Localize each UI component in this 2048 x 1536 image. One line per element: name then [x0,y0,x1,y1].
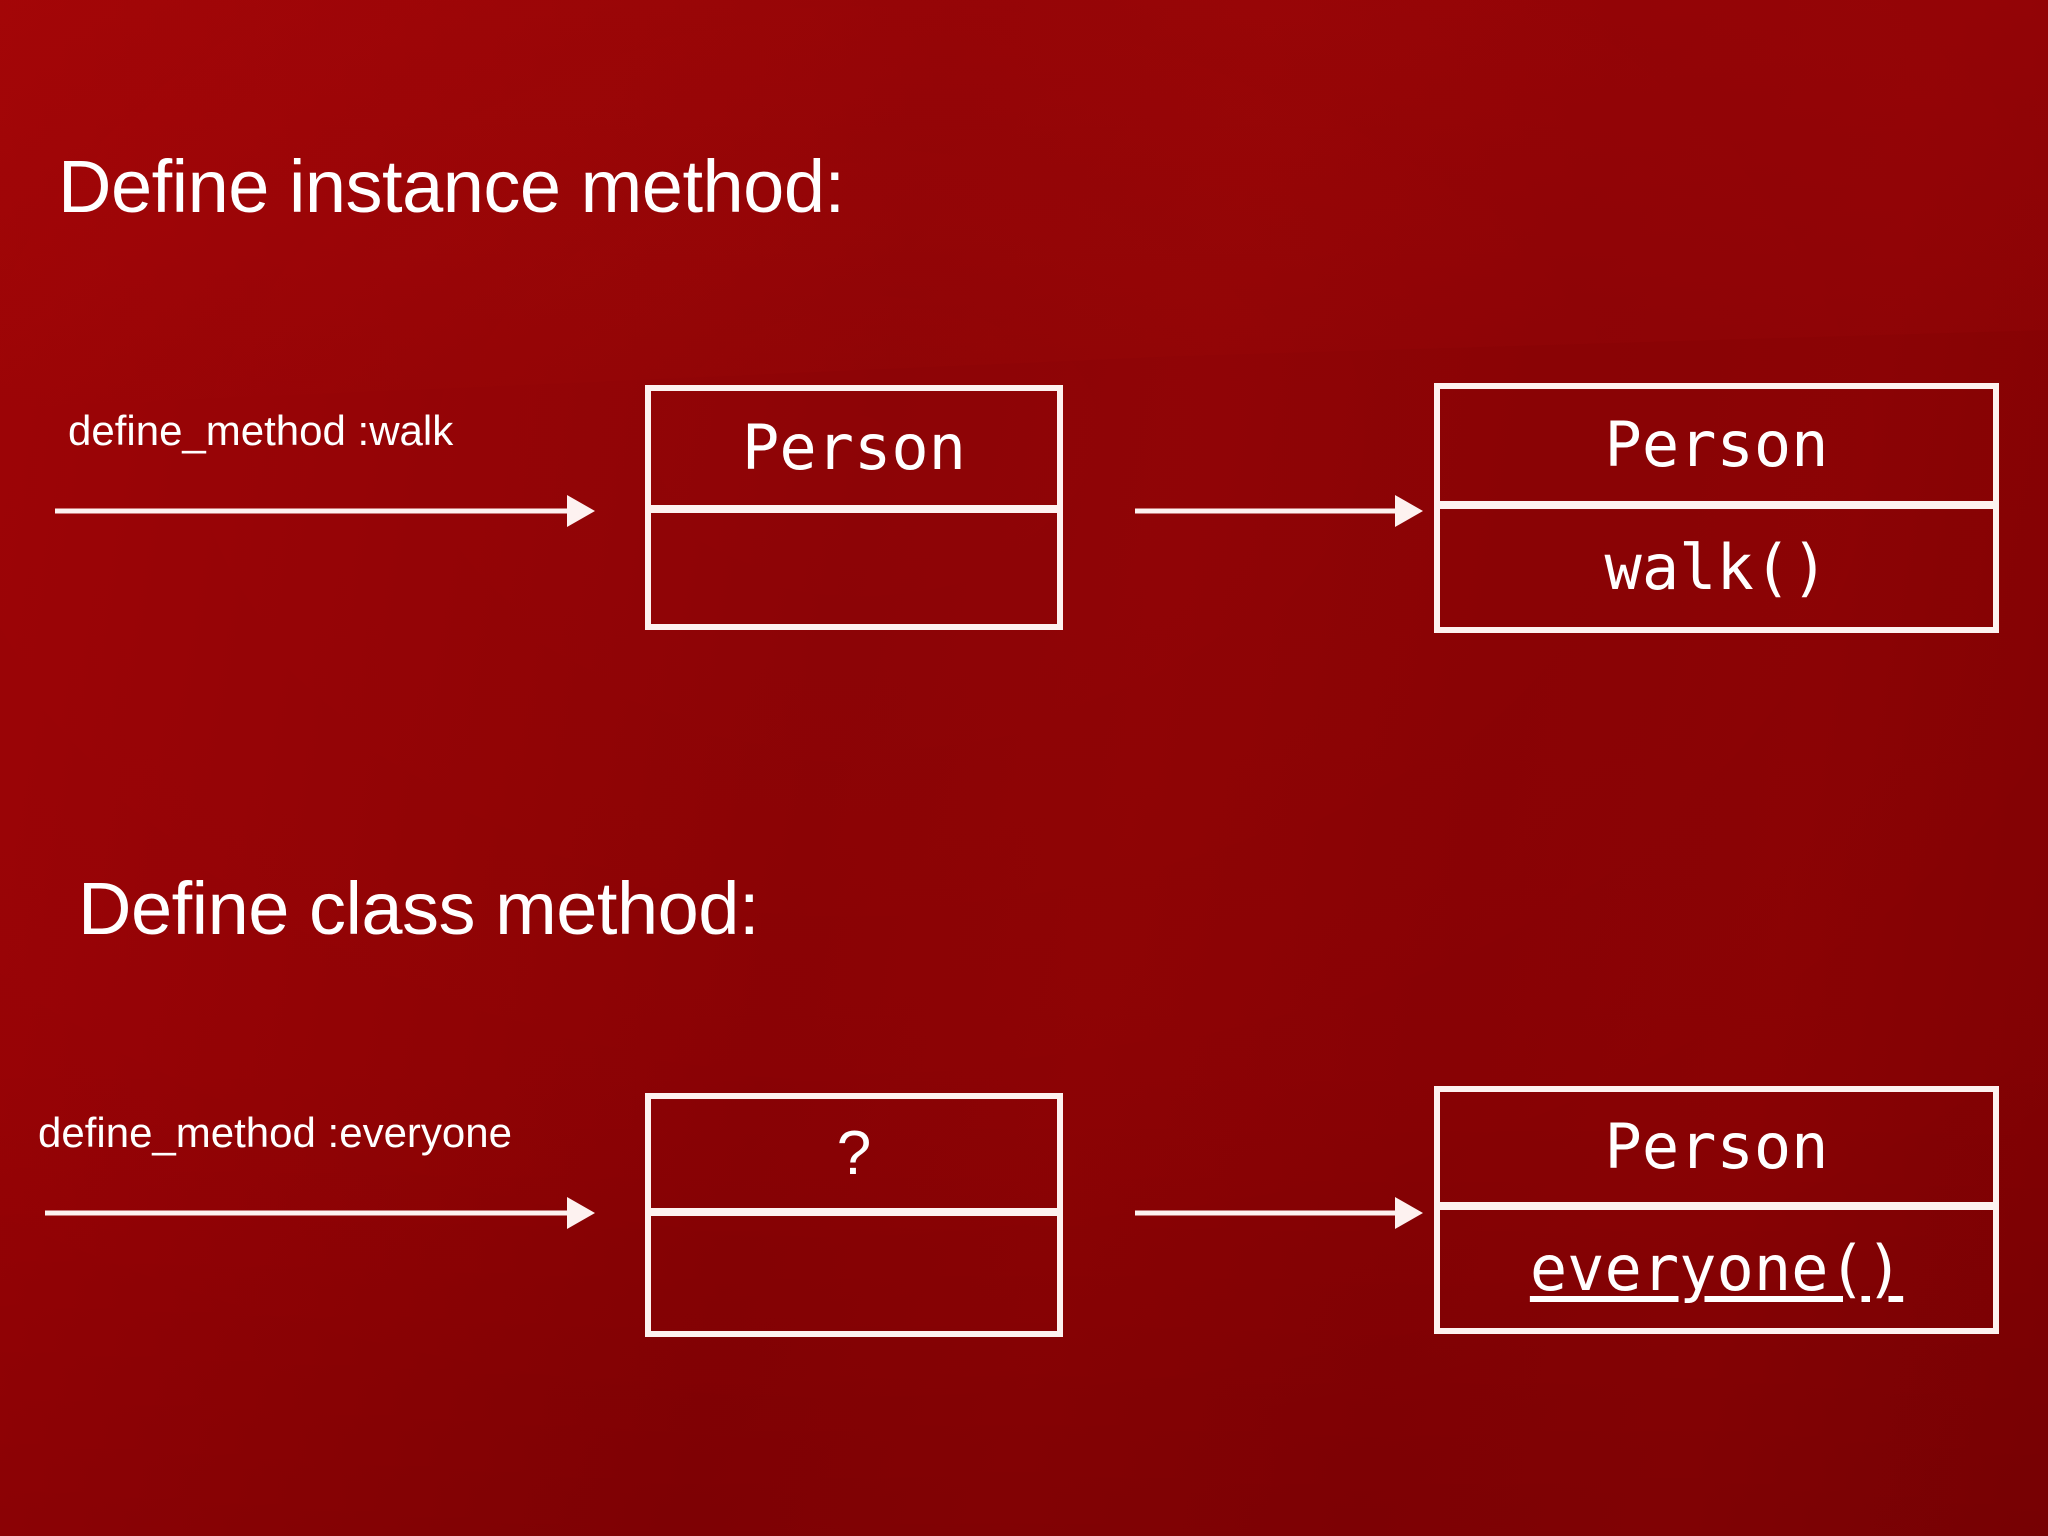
uml-class-name: Person [1604,408,1829,481]
uml-class-methods: walk() [1440,509,1993,627]
uml-class-name: Person [1604,1110,1829,1183]
background-diagonal-band [0,0,2048,408]
uml-class-methods [651,1216,1057,1331]
uml-class-name: Person [742,411,966,484]
uml-class-methods [651,513,1057,624]
arrow-head-icon [1395,495,1423,527]
uml-class-header: ? [651,1099,1057,1216]
uml-class-header: Person [1440,389,1993,509]
uml-class-name-unknown: ? [836,1118,872,1188]
transform-arrow-instance [1135,494,1423,528]
arrow-shaft [55,508,571,514]
uml-class-box-person-with-walk: Person walk() [1434,383,1999,633]
uml-class-header: Person [1440,1092,1993,1210]
uml-static-method-name: everyone() [1529,1232,1904,1305]
uml-class-header: Person [651,391,1057,513]
uml-class-box-person-before: Person [645,385,1063,630]
arrow-shaft [1135,508,1399,514]
arrow-head-icon [1395,1197,1423,1229]
arrow-shaft [1135,1210,1399,1216]
background-bottom-shade [0,1056,2048,1536]
uml-class-box-person-with-everyone: Person everyone() [1434,1086,1999,1334]
arrow-head-icon [567,1197,595,1229]
arrow-shaft [45,1210,571,1216]
uml-method-name: walk() [1604,531,1829,604]
arrow-head-icon [567,495,595,527]
section-title-class-method: Define class method: [78,867,760,950]
define-method-walk-arrow [55,494,595,528]
uml-class-methods: everyone() [1440,1210,1993,1328]
uml-class-box-unknown-before: ? [645,1093,1063,1337]
section-title-instance-method: Define instance method: [58,145,845,228]
transform-arrow-class [1135,1196,1423,1230]
edge-label-define-method-everyone: define_method :everyone [38,1109,512,1156]
edge-label-define-method-walk: define_method :walk [68,407,454,454]
define-method-everyone-arrow [45,1196,595,1230]
